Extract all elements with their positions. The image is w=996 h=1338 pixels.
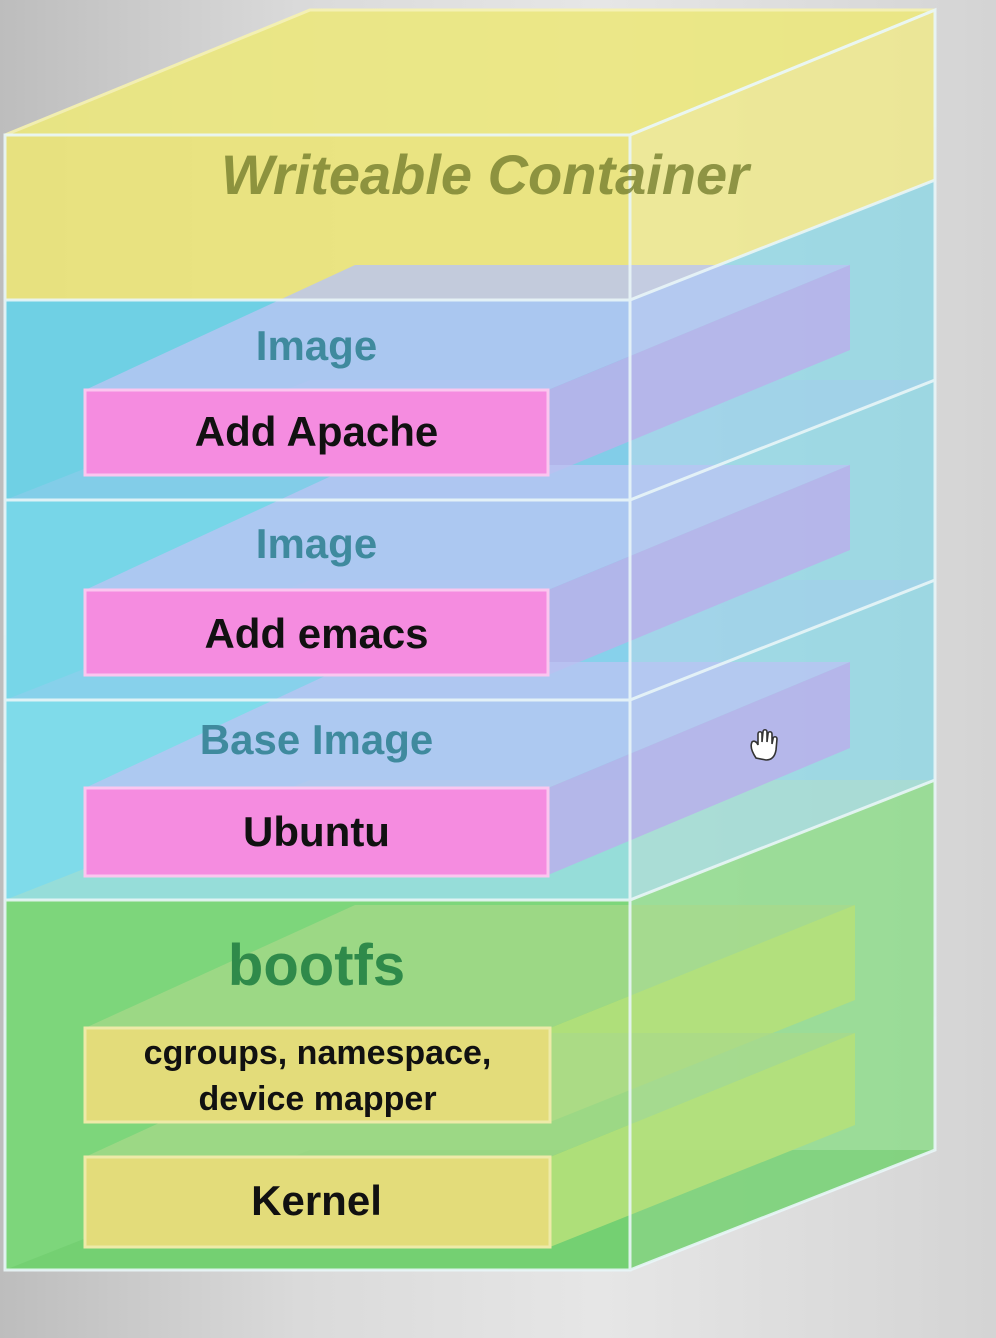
boot-box-slabs <box>85 905 855 1247</box>
hand-cursor-icon <box>750 728 778 761</box>
add-apache-label: Add Apache <box>194 408 439 455</box>
writeable-container-label: Writeable Container <box>221 143 749 206</box>
image-layer-2-label: Image <box>255 520 378 567</box>
add-emacs-label: Add emacs <box>204 610 429 657</box>
add-apache-box <box>83 388 550 477</box>
image-box-slabs <box>85 265 850 875</box>
cgroups-box <box>83 1026 552 1124</box>
add-emacs-box <box>83 588 550 677</box>
bootfs-label: bootfs <box>227 933 406 998</box>
ubuntu-box <box>83 786 550 878</box>
ubuntu-label: Ubuntu <box>243 808 390 855</box>
kernel-box <box>83 1155 552 1249</box>
outer-box-edges <box>3 7 937 1272</box>
image-layer-1-label: Image <box>255 322 378 369</box>
kernel-label: Kernel <box>251 1177 382 1224</box>
base-image-label: Base Image <box>199 716 434 763</box>
cgroups-label: cgroups, namespace, device mapper <box>143 1034 492 1118</box>
